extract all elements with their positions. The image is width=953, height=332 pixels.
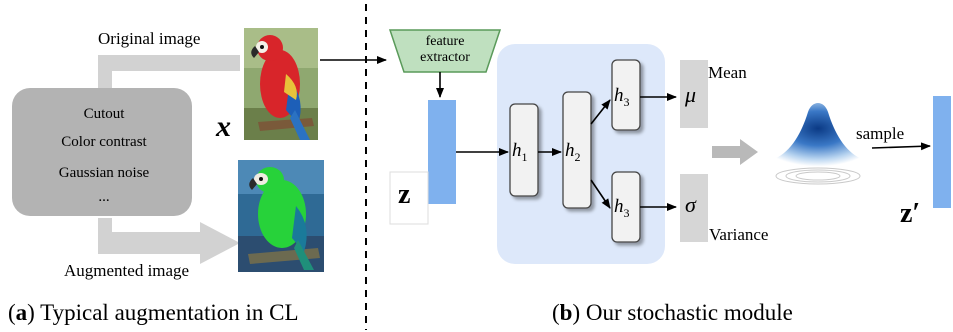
- extractor-label-line2: extractor: [420, 50, 470, 65]
- h3-variance-label: h3: [614, 197, 630, 219]
- original-image-label: Original image: [98, 29, 201, 48]
- h3-mean-letter: h: [614, 85, 624, 106]
- arrow-h2-to-h3-mean: [590, 99, 611, 125]
- h1-label: h1: [512, 141, 528, 163]
- original-gray-connector: [98, 55, 240, 92]
- augmented-image: [238, 160, 324, 272]
- caption-a: (a) Typical augmentation in CL: [8, 300, 299, 325]
- aug-item-ellipsis: ...: [98, 189, 110, 205]
- h3-variance-subscript: 3: [623, 205, 630, 220]
- mu-box: [680, 60, 708, 128]
- variance-label: Variance: [709, 225, 769, 244]
- node-h2: [562, 91, 592, 209]
- panel-a: [12, 28, 387, 272]
- z-vector-bar: [428, 100, 456, 204]
- gaussian-distribution-icon: [762, 103, 874, 185]
- caption-a-letter: a: [15, 300, 28, 325]
- z-symbol-box: [389, 171, 429, 225]
- node-h1: [509, 103, 539, 197]
- x-symbol: x: [216, 110, 231, 143]
- augmented-gray-arrow-shape: [98, 218, 240, 264]
- aug-item-gaussian-noise: Gaussian noise: [58, 165, 150, 181]
- sample-label: sample: [856, 124, 905, 143]
- h1-letter: h: [512, 140, 522, 161]
- sigma-box: [680, 174, 708, 242]
- h3-mean-subscript: 3: [623, 94, 630, 109]
- panel-b: [388, 29, 951, 264]
- sigma-symbol: σ: [685, 192, 696, 217]
- h2-subscript: 2: [574, 149, 581, 164]
- node-h3-mean: [611, 59, 641, 131]
- caption-b-letter: b: [559, 300, 573, 325]
- caption-b-text: Our stochastic module: [580, 300, 793, 325]
- feature-extractor-shape: [388, 29, 502, 73]
- caption-a-text: Typical augmentation in CL: [34, 300, 299, 325]
- augmentation-box: [12, 88, 192, 216]
- h3-variance-letter: h: [614, 196, 624, 217]
- aug-item-color-contrast: Color contrast: [61, 134, 147, 150]
- original-image: [244, 28, 318, 140]
- z-prime-vector-bar: [933, 96, 951, 208]
- arrow-h2-to-h3-variance: [590, 179, 611, 209]
- z-symbol: z: [398, 179, 411, 210]
- h3-mean-label: h3: [614, 86, 630, 108]
- caption-b: (b) Our stochastic module: [552, 300, 793, 325]
- h2-label: h2: [565, 141, 581, 163]
- augmented-image-label: Augmented image: [64, 261, 190, 280]
- mu-symbol: μ: [685, 82, 697, 107]
- arrow-sample: [871, 142, 931, 151]
- z-prime-symbol: z′: [900, 198, 921, 229]
- mean-label: Mean: [708, 63, 747, 82]
- gray-arrow-to-distribution: [712, 139, 758, 165]
- h1-subscript: 1: [521, 149, 528, 164]
- extractor-label-line1: feature: [425, 34, 465, 49]
- aug-item-cutout: Cutout: [83, 106, 125, 122]
- h2-letter: h: [565, 140, 575, 161]
